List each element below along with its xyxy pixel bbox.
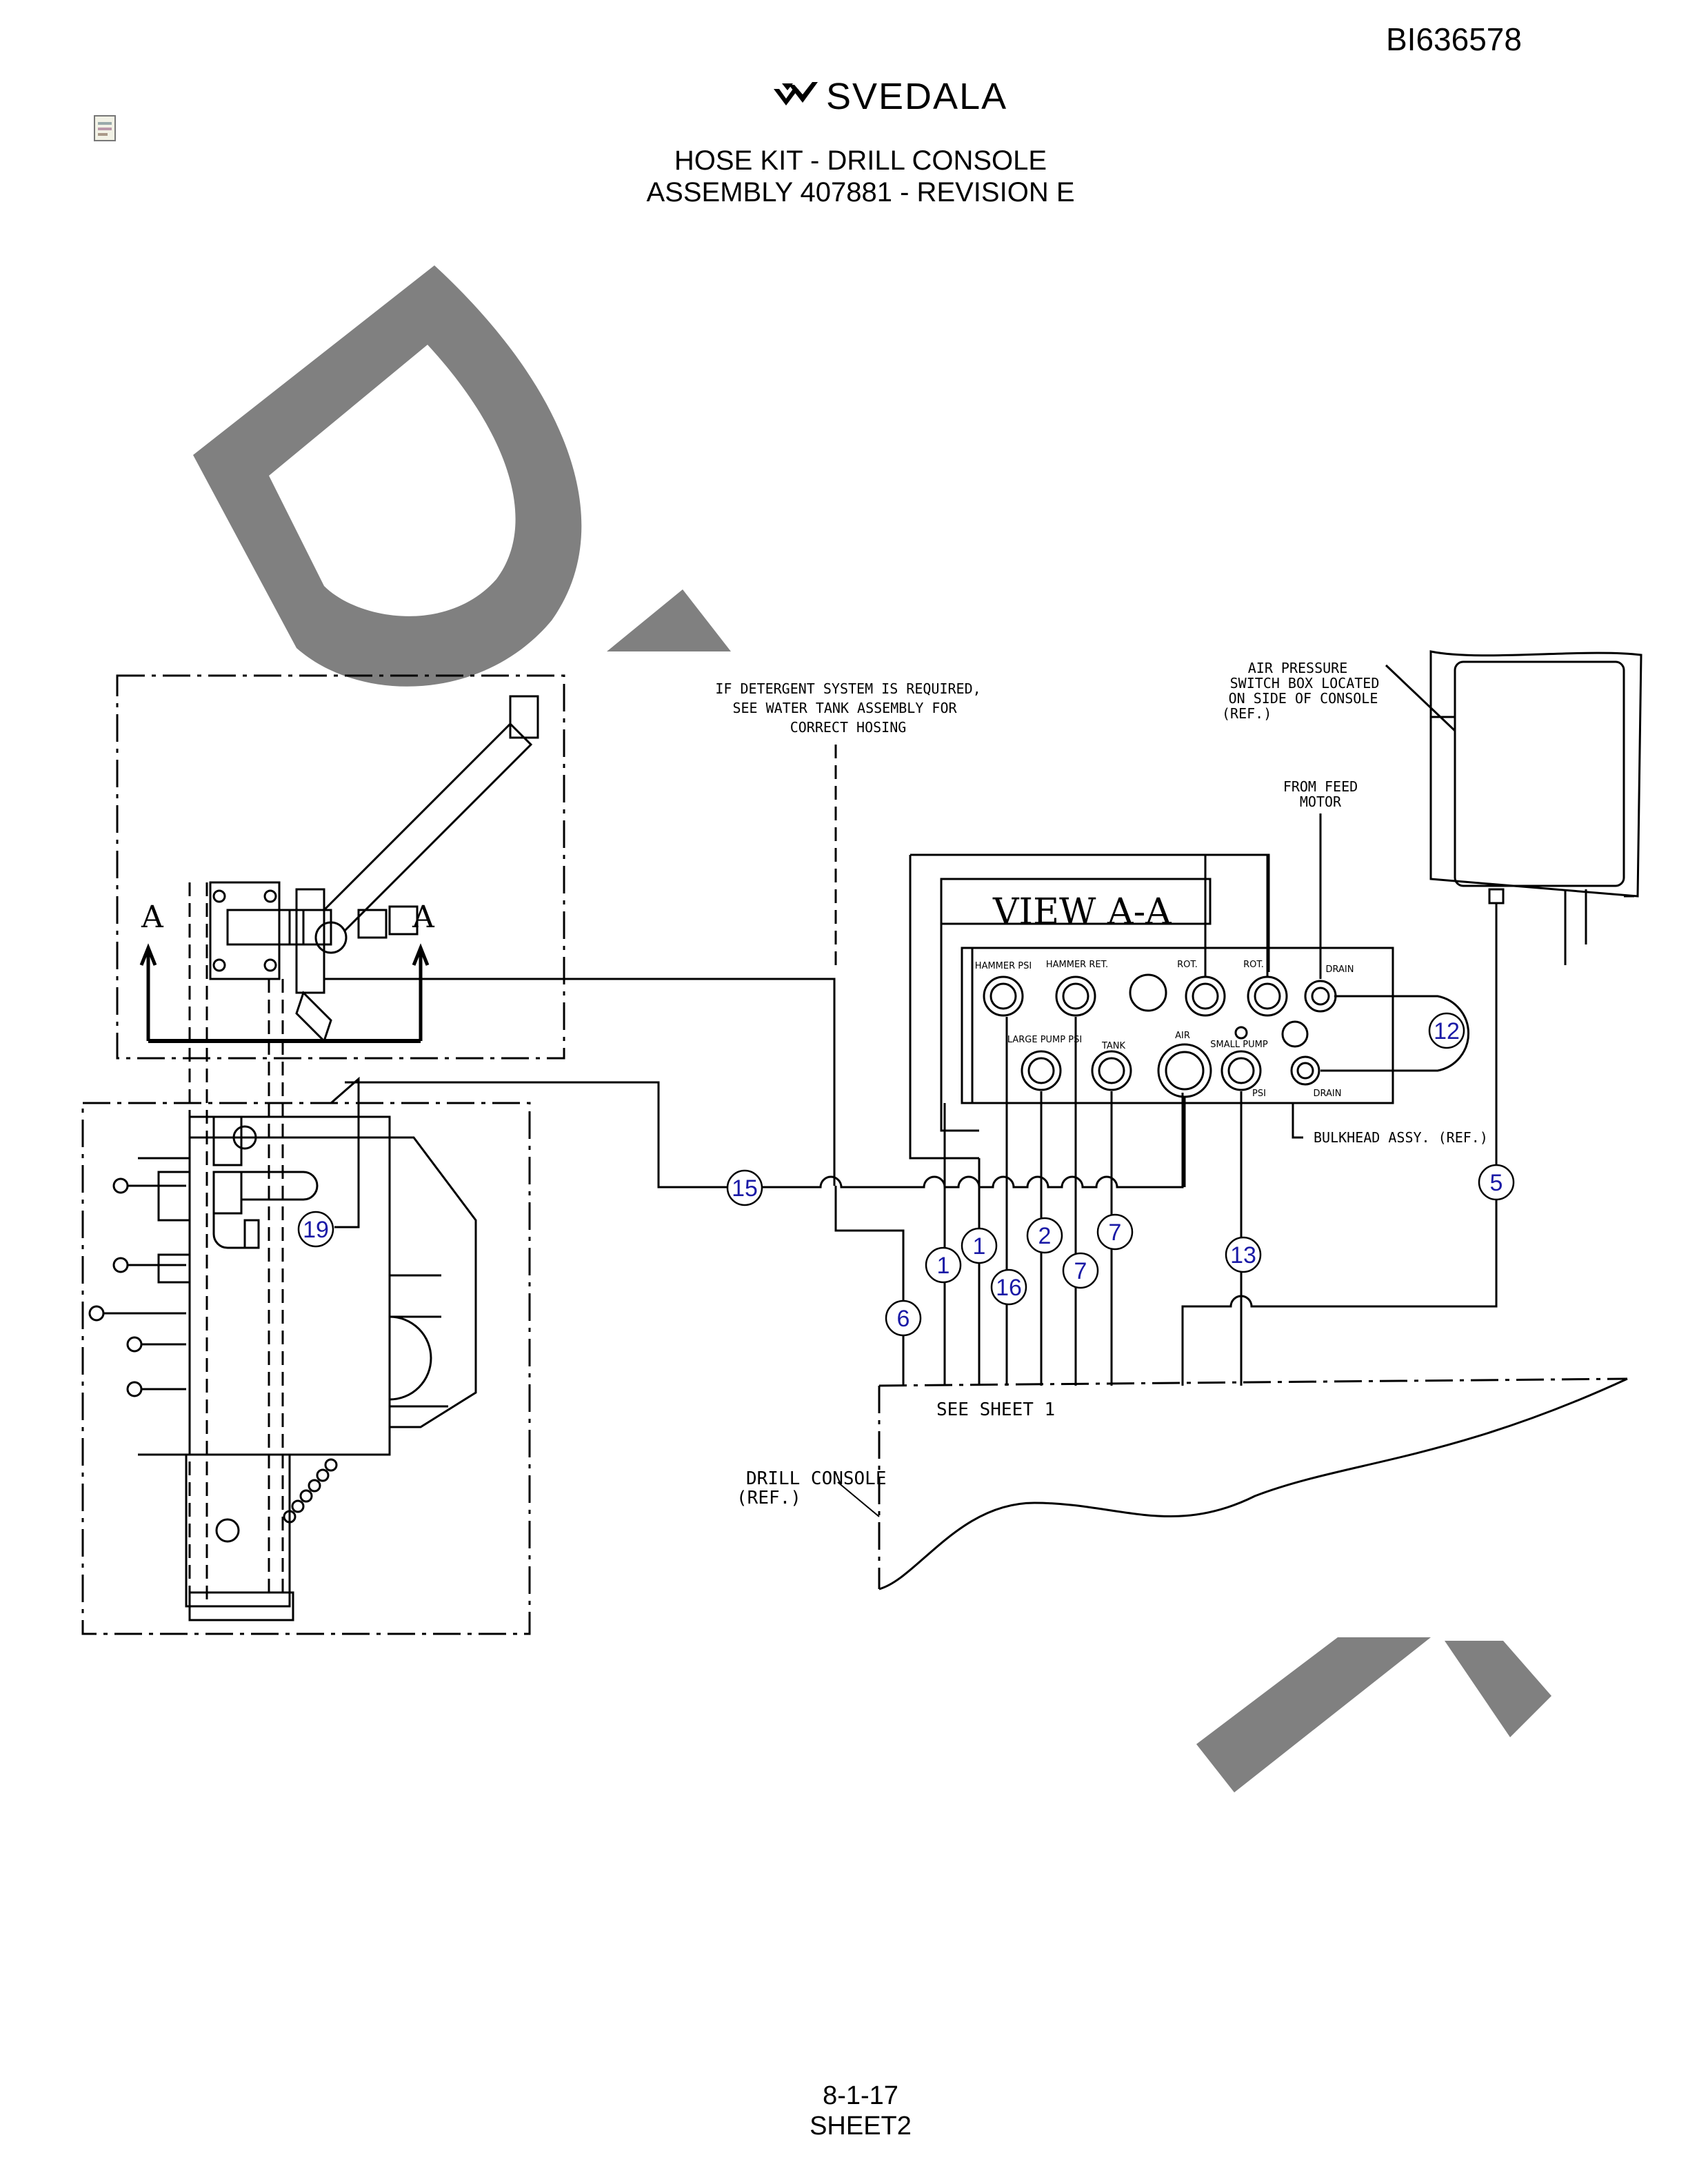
port-label-small-pump: SMALL PUMP	[1210, 1040, 1268, 1050]
draft-watermark	[193, 265, 1551, 1792]
callout-15: 15	[726, 1169, 763, 1206]
port-label-rot-2: ROT.	[1243, 960, 1264, 970]
port-label-rot-1: ROT.	[1177, 960, 1198, 970]
document-id: BI636578	[1386, 21, 1522, 57]
callout-13: 13	[1225, 1236, 1262, 1273]
svg-text:5: 5	[1490, 1170, 1503, 1196]
svg-text:1: 1	[973, 1233, 986, 1260]
air-pressure-switch-box	[1385, 650, 1642, 965]
callout-6: 6	[885, 1300, 922, 1337]
callout-7a: 7	[1062, 1252, 1099, 1289]
svedala-logo: SVEDALA	[772, 72, 1007, 121]
svg-text:13: 13	[1230, 1242, 1256, 1268]
brand-name: SVEDALA	[826, 76, 1008, 117]
port-label-drain-bottom: DRAIN	[1314, 1089, 1342, 1099]
note-drill-console-1: DRILL CONSOLE	[746, 1468, 887, 1489]
chain	[283, 1458, 338, 1524]
callout-7b: 7	[1096, 1213, 1134, 1251]
page-footer: 8-1-17 SHEET2	[0, 2081, 1688, 2141]
callout-5: 5	[1478, 1164, 1515, 1201]
footer-sheet: SHEET2	[810, 2112, 912, 2141]
port-label-large-pump: LARGE PUMP PSI	[1007, 1035, 1082, 1045]
svg-text:19: 19	[303, 1217, 329, 1243]
section-box-top	[116, 674, 565, 1060]
svg-text:1: 1	[937, 1253, 950, 1279]
port-label-psi: PSI	[1252, 1089, 1266, 1099]
callout-12: 12	[1428, 1012, 1465, 1049]
title-line-2: ASSEMBLY 407881 - REVISION E	[646, 177, 1075, 208]
port-label-air: AIR	[1175, 1031, 1190, 1041]
note-bulkhead: BULKHEAD ASSY. (REF.)	[1314, 1129, 1488, 1146]
note-air-switch-1: AIR PRESSURE	[1248, 660, 1348, 676]
note-feed-2: MOTOR	[1300, 793, 1342, 810]
note-air-switch-3: ON SIDE OF CONSOLE	[1229, 690, 1378, 707]
note-detergent-1: IF DETERGENT SYSTEM IS REQUIRED,	[715, 680, 981, 697]
note-drill-console-2: (REF.)	[736, 1488, 801, 1508]
svedala-logo-mark	[774, 82, 818, 105]
note-feed-1: FROM FEED	[1283, 778, 1358, 795]
document-icon[interactable]	[92, 114, 119, 148]
note-air-switch-4: (REF.)	[1222, 705, 1272, 722]
svg-text:12: 12	[1434, 1018, 1460, 1044]
callout-1b: 1	[961, 1227, 998, 1264]
drawing-notes: IF DETERGENT SYSTEM IS REQUIRED, SEE WAT…	[141, 660, 1488, 1508]
section-label-right: A	[412, 900, 435, 935]
callout-19: 19	[297, 1211, 334, 1248]
svg-text:6: 6	[897, 1306, 910, 1332]
view-label: VIEW A-A	[992, 891, 1172, 933]
callout-16: 16	[990, 1268, 1027, 1306]
page-title: HOSE KIT - DRILL CONSOLE ASSEMBLY 407881…	[0, 145, 1688, 208]
port-label-drain-top: DRAIN	[1326, 964, 1354, 975]
callouts: 15 19 6 1 1 16 2 7 7 13 12 5	[297, 1012, 1515, 1337]
section-label-left: A	[141, 900, 164, 935]
svg-text:7: 7	[1074, 1258, 1087, 1284]
port-label-tank: TANK	[1101, 1041, 1126, 1051]
callout-1a: 1	[925, 1246, 962, 1284]
title-line-1: HOSE KIT - DRILL CONSOLE	[674, 145, 1047, 176]
footer-page-number: 8-1-17	[823, 2081, 898, 2110]
svg-text:2: 2	[1038, 1223, 1052, 1249]
note-detergent-3: CORRECT HOSING	[790, 719, 907, 736]
control-levers	[88, 1157, 191, 1456]
callout-2: 2	[1026, 1217, 1063, 1254]
svg-text:16: 16	[996, 1275, 1022, 1301]
note-see-sheet: SEE SHEET 1	[936, 1399, 1055, 1420]
port-label-hammer-ret: HAMMER RET.	[1046, 960, 1108, 970]
note-air-switch-2: SWITCH BOX LOCATED	[1230, 675, 1380, 691]
note-detergent-2: SEE WATER TANK ASSEMBLY FOR	[732, 700, 957, 716]
svg-text:15: 15	[732, 1175, 758, 1202]
svg-text:7: 7	[1109, 1220, 1122, 1246]
port-label-hammer-psi: HAMMER PSI	[975, 961, 1032, 971]
section-box-bottom	[81, 1102, 531, 1635]
